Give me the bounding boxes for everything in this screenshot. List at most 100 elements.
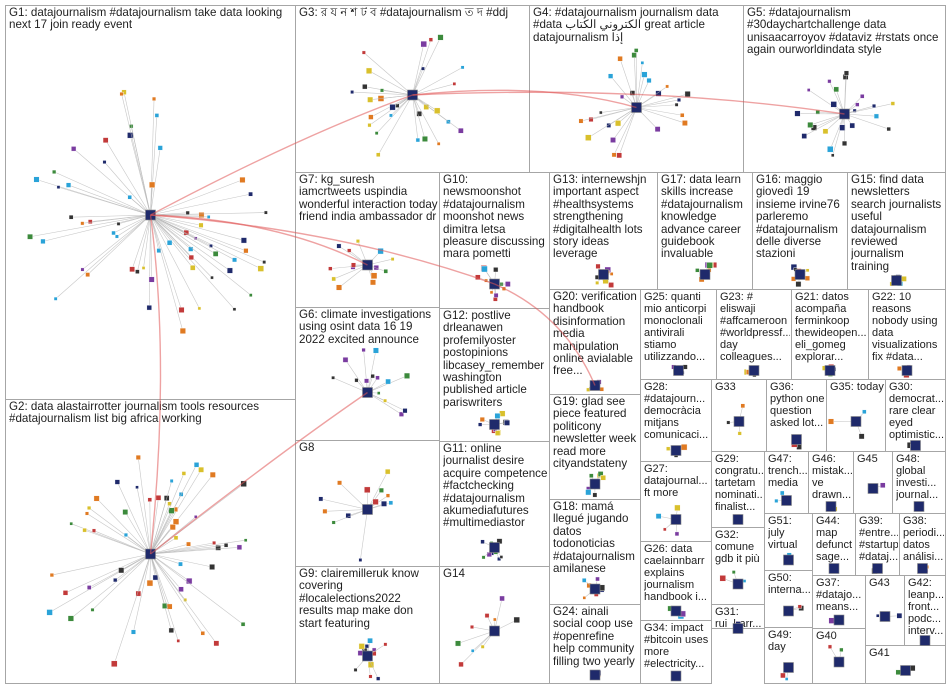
group-g46[interactable]: G46: mistak... ve drawn... — [808, 451, 854, 514]
group-g22[interactable]: G22: 10 reasons nobody using data visual… — [868, 289, 946, 380]
group-g23[interactable]: G23: # eliswaji #affcameroon #worldpress… — [716, 289, 792, 380]
group-g30[interactable]: G30: democrat... rare clear eyed optimis… — [885, 379, 946, 452]
group-g30-label: G30: democrat... rare clear eyed optimis… — [889, 381, 944, 441]
group-g42-label: G42: leanp... front... podc... interv... — [908, 577, 944, 637]
group-g18-label: G18: mamá llegué jugando datos todonotic… — [553, 501, 635, 576]
group-g18[interactable]: G18: mamá llegué jugando datos todonotic… — [549, 499, 641, 605]
group-g5-label: G5: #datajournalism #30daychartchallenge… — [747, 7, 939, 57]
group-g46-label: G46: mistak... ve drawn... — [812, 453, 852, 501]
group-g27[interactable]: G27: datajournal... ft more — [640, 461, 712, 542]
group-g38[interactable]: G38: periodi... datos análisi... — [899, 513, 946, 576]
group-g29[interactable]: G29: congratu... tartetam nominati... fi… — [711, 451, 765, 528]
group-g33-label: G33 — [715, 381, 736, 393]
group-g51-label: G51: july virtual — [768, 515, 798, 551]
group-g37[interactable]: G37: #datajo... means... — [812, 575, 866, 629]
group-g44-label: G44: map defunct sage... — [816, 515, 853, 563]
group-g2[interactable]: G2: data alastairrotter journalism tools… — [5, 399, 296, 684]
group-g31-label: G31: rui_barr... — [715, 606, 762, 629]
group-g17-label: G17: data learn skills increase #datajou… — [661, 174, 743, 261]
group-g3-label: G3: র য ন শ ট ব #datajournalism ত দ #ddj — [299, 7, 509, 19]
group-g9[interactable]: G9: clairemilleruk know covering #locale… — [295, 566, 440, 684]
group-g43-label: G43 — [869, 577, 890, 589]
group-g8[interactable]: G8 — [295, 440, 440, 567]
group-g34[interactable]: G34: impact #bitcoin uses more #electric… — [640, 620, 712, 684]
group-g9-label: G9: clairemilleruk know covering #locale… — [299, 568, 419, 630]
group-g12-label: G12: postlive drleanawen profemilyoster … — [443, 310, 545, 409]
group-g19-label: G19: glad see piece featured politicony … — [553, 396, 637, 471]
group-g1[interactable]: G1: datajournalism #datajournalism take … — [5, 5, 296, 400]
group-g23-label: G23: # eliswaji #affcameroon #worldpress… — [720, 291, 790, 363]
group-g51[interactable]: G51: july virtual — [764, 513, 813, 571]
group-g8-label: G8 — [299, 442, 315, 454]
group-g12[interactable]: G12: postlive drleanawen profemilyoster … — [439, 308, 550, 442]
group-g13-label: G13: internewshjn important aspect #heal… — [553, 174, 647, 261]
group-g32[interactable]: G32: comune gdb it più — [711, 527, 765, 605]
group-g45-label: G45 — [857, 453, 878, 465]
group-g19[interactable]: G19: glad see piece featured politicony … — [549, 394, 641, 500]
group-g43[interactable]: G43 — [865, 575, 905, 646]
group-g26-label: G26: data caelainnbarr explains journali… — [644, 543, 707, 603]
group-g35[interactable]: G35: today — [826, 379, 886, 452]
group-g14[interactable]: G14 — [439, 566, 550, 684]
group-g3[interactable]: G3: র য ন শ ট ব #datajournalism ত দ #ddj — [295, 5, 530, 173]
group-g47[interactable]: G47: trench... media — [764, 451, 809, 514]
group-g22-label: G22: 10 reasons nobody using data visual… — [872, 291, 938, 363]
group-g13[interactable]: G13: internewshjn important aspect #heal… — [549, 172, 658, 290]
group-g40-label: G40 — [816, 630, 837, 642]
group-g24-label: G24: ainali social coop use #openrefine … — [553, 606, 635, 668]
group-g38-label: G38: periodi... datos análisi... — [903, 515, 944, 563]
group-g32-label: G32: comune gdb it più — [715, 529, 760, 565]
group-g26[interactable]: G26: data caelainnbarr explains journali… — [640, 541, 712, 621]
group-g36[interactable]: G36: python one question asked lot... — [766, 379, 827, 452]
group-g48-label: G48: global investi... journal... — [896, 453, 939, 501]
group-g39[interactable]: G39: #entre... #startup #dataj... — [855, 513, 900, 576]
group-g34-label: G34: impact #bitcoin uses more #electric… — [644, 622, 709, 670]
group-g24[interactable]: G24: ainali social coop use #openrefine … — [549, 604, 641, 684]
group-g28-label: G28: #datajourn... democràcia mitjans co… — [644, 381, 709, 441]
group-g14-label: G14 — [443, 568, 465, 580]
group-g49[interactable]: G49: day — [764, 627, 813, 684]
group-g47-label: G47: trench... media — [768, 453, 807, 489]
group-g50[interactable]: G50: interna... — [764, 570, 813, 628]
group-g35-label: G35: today — [830, 381, 884, 393]
group-g7[interactable]: G7: kg_suresh iamcrtweets uspindia wonde… — [295, 172, 440, 308]
group-g39-label: G39: #entre... #startup #dataj... — [859, 515, 898, 563]
group-g27-label: G27: datajournal... ft more — [644, 463, 708, 499]
group-g6-label: G6: climate investigations using osint d… — [299, 309, 432, 346]
group-g10[interactable]: G10: newsmoonshot #datajournalism moonsh… — [439, 172, 550, 309]
group-g42[interactable]: G42: leanp... front... podc... interv... — [904, 575, 946, 646]
group-g1-label: G1: datajournalism #datajournalism take … — [9, 7, 283, 32]
group-g20[interactable]: G20: verification handbook disinformatio… — [549, 289, 641, 395]
group-g7-label: G7: kg_suresh iamcrtweets uspindia wonde… — [299, 174, 438, 224]
group-g11-label: G11: online journalist desire acquire co… — [443, 443, 548, 530]
group-g28[interactable]: G28: #datajourn... democràcia mitjans co… — [640, 379, 712, 462]
group-g20-label: G20: verification handbook disinformatio… — [553, 291, 637, 378]
group-g25-label: G25: quanti mio anticorpi monoclonali an… — [644, 291, 707, 363]
group-g15[interactable]: G15: find data newsletters search journa… — [847, 172, 946, 290]
group-g10-label: G10: newsmoonshot #datajournalism moonsh… — [443, 174, 545, 261]
group-g15-label: G15: find data newsletters search journa… — [851, 174, 942, 273]
group-g4[interactable]: G4: #datajournalism journalism data #dat… — [529, 5, 744, 173]
group-g5[interactable]: G5: #datajournalism #30daychartchallenge… — [743, 5, 946, 173]
group-g41[interactable]: G41 — [865, 645, 946, 684]
group-g44[interactable]: G44: map defunct sage... — [812, 513, 856, 576]
group-g49-label: G49: day — [768, 629, 792, 653]
group-g6[interactable]: G6: climate investigations using osint d… — [295, 307, 440, 441]
group-g45[interactable]: G45 — [853, 451, 893, 514]
group-g21-label: G21: datos acompaña ferminkoop thewideop… — [795, 291, 867, 363]
group-g36-label: G36: python one question asked lot... — [770, 381, 825, 429]
group-g4-label: G4: #datajournalism journalism data #dat… — [533, 7, 719, 44]
group-g17[interactable]: G17: data learn skills increase #datajou… — [657, 172, 753, 290]
group-g2-label: G2: data alastairrotter journalism tools… — [9, 401, 260, 426]
group-g16[interactable]: G16: maggio giovedì 19 insieme irvine76 … — [752, 172, 848, 290]
group-g50-label: G50: interna... — [768, 572, 811, 596]
group-g11[interactable]: G11: online journalist desire acquire co… — [439, 441, 550, 567]
group-g25[interactable]: G25: quanti mio anticorpi monoclonali an… — [640, 289, 717, 380]
group-g31[interactable]: G31: rui_barr... — [711, 604, 765, 629]
group-g37-label: G37: #datajo... means... — [816, 577, 862, 613]
group-g21[interactable]: G21: datos acompaña ferminkoop thewideop… — [791, 289, 869, 380]
group-g40[interactable]: G40 — [812, 628, 866, 684]
group-g33[interactable]: G33 — [711, 379, 767, 452]
group-g48[interactable]: G48: global investi... journal... — [892, 451, 946, 514]
